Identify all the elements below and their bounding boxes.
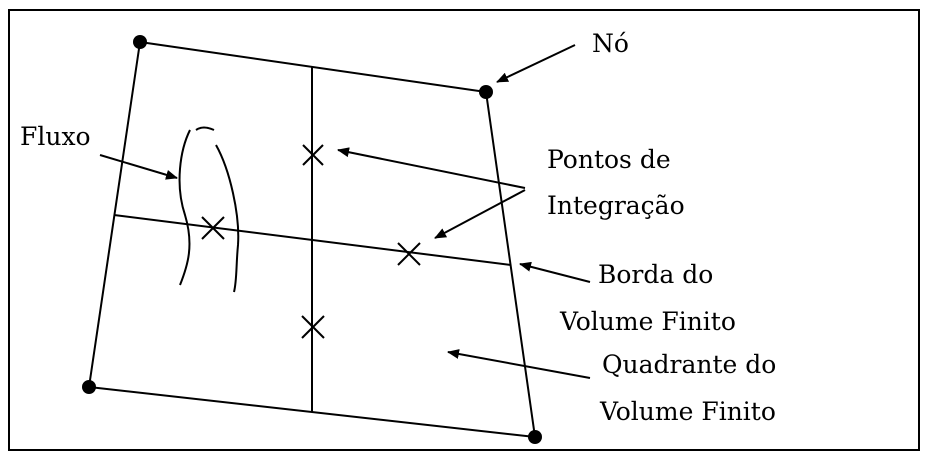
label-quadrante-line1: Quadrante do: [602, 350, 776, 379]
node-top-left: [133, 35, 147, 49]
arrow-no: [496, 44, 576, 83]
node-top-right: [479, 85, 493, 99]
flux-curve-right: [215, 144, 240, 293]
node-bottom-right: [528, 430, 542, 444]
arrow-borda: [519, 261, 591, 283]
integration-point-left: [201, 216, 225, 240]
arrow-fluxo: [99, 154, 178, 180]
label-quadrante-line2: Volume Finito: [599, 397, 776, 426]
arrow-quadrante: [447, 349, 591, 379]
frame-border: [8, 9, 920, 451]
integration-point-bottom: [301, 315, 325, 339]
arrow-pontos-bottom: [434, 189, 526, 239]
integration-point-right: [397, 242, 421, 266]
horizontal-divider: [113, 214, 512, 266]
label-borda-line2: Volume Finito: [559, 307, 736, 336]
label-pontos-line1: Pontos de: [547, 145, 671, 174]
label-pontos-line2: Integração: [547, 191, 685, 220]
label-no: Nó: [592, 29, 629, 58]
flux-curve-left: [178, 129, 191, 286]
integration-point-top: [302, 144, 324, 166]
label-fluxo: Fluxo: [20, 122, 91, 151]
flux-curve-top: [195, 126, 215, 131]
label-borda-line1: Borda do: [598, 260, 713, 289]
node-bottom-left: [82, 380, 96, 394]
arrow-pontos-top: [337, 147, 526, 189]
